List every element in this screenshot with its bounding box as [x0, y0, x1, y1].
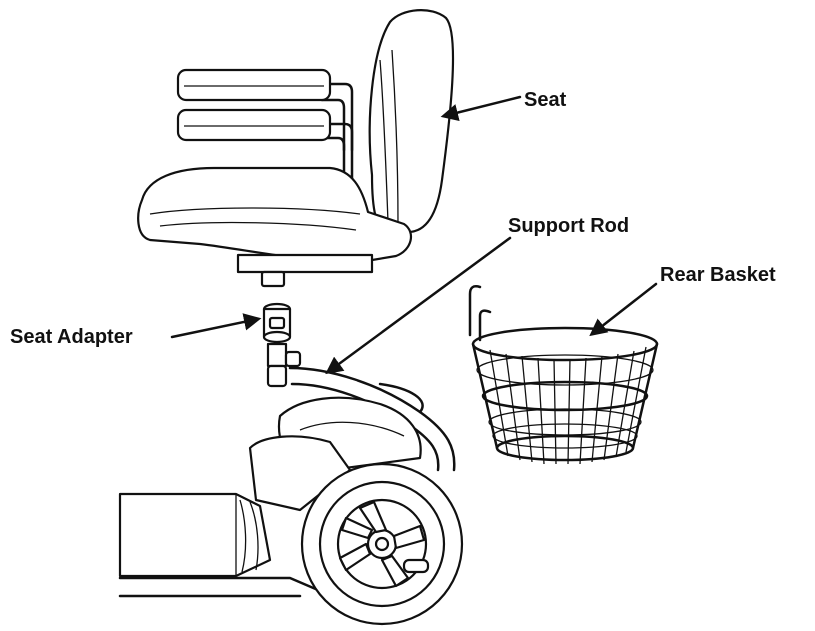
- rear-basket-leader-line: [589, 282, 658, 337]
- scooter-frame-illustration: [118, 366, 464, 626]
- seat-label: Seat: [524, 89, 567, 111]
- rear-basket-illustration: [468, 285, 659, 465]
- seat-adapter-leader-line: [170, 313, 262, 339]
- seat-leader-line: [440, 95, 522, 122]
- seat-adapter-illustration: [262, 302, 302, 388]
- rear-basket-label: Rear Basket: [660, 264, 776, 286]
- support-rod-label: Support Rod: [508, 215, 629, 237]
- support-rod-leader-line: [325, 236, 512, 375]
- seat-adapter-label: Seat Adapter: [10, 326, 133, 348]
- seat-illustration: [137, 9, 455, 288]
